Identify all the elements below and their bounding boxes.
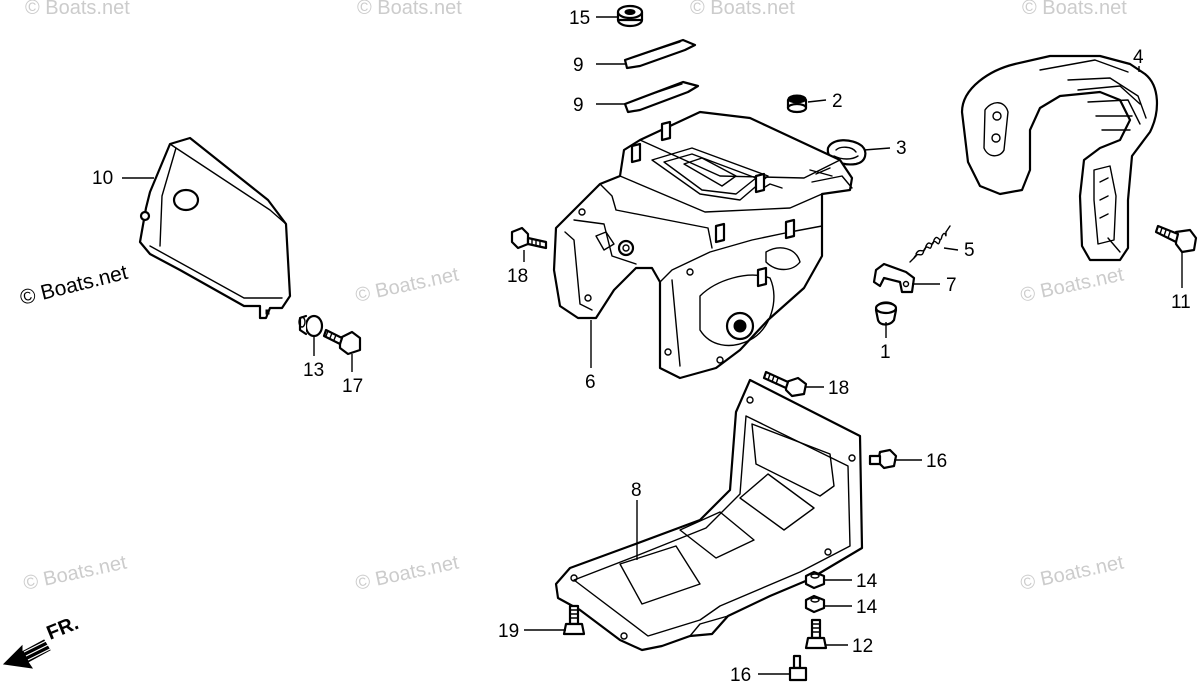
part-bolt-16-upper (868, 448, 898, 470)
callout-14-upper: 14 (856, 571, 878, 592)
callout-18-upper: 18 (507, 266, 528, 287)
callout-3: 3 (896, 138, 907, 159)
callout-11: 11 (1171, 292, 1191, 313)
watermark: © Boats.net (1018, 551, 1126, 594)
leader-lines (122, 16, 1183, 675)
callout-1: 1 (880, 342, 891, 363)
callout-12: 12 (852, 636, 873, 657)
callout-19: 19 (498, 621, 519, 642)
part-bolt-16-lower (788, 654, 808, 682)
part-collar-13 (298, 314, 324, 338)
part-undercover-8 (554, 378, 864, 652)
callout-18-lower: 18 (828, 378, 849, 399)
watermark: © Boats.net (353, 551, 461, 594)
watermark: © Boats.net (1018, 263, 1126, 306)
watermark: © Boats.net (353, 263, 461, 306)
callout-16-upper: 16 (926, 451, 947, 472)
callout-2: 2 (832, 91, 843, 112)
watermark: © Boats.net (18, 261, 130, 310)
part-bolt-12 (804, 618, 828, 650)
callout-7: 7 (946, 275, 957, 296)
front-arrow-icon (2, 639, 51, 669)
callout-15: 15 (569, 8, 590, 29)
watermark: © Boats.net (21, 551, 129, 594)
callout-9-upper: 9 (573, 55, 584, 76)
watermark: © Boats.net (1022, 0, 1127, 19)
part-bolt-18-lower (762, 370, 808, 398)
callout-numbers: 15 9 9 2 3 4 10 18 5 7 1 11 6 13 17 18 1… (92, 8, 1191, 686)
watermark: © Boats.net (357, 0, 462, 19)
callout-16-lower: 16 (730, 665, 751, 686)
part-nut-14-upper (804, 570, 826, 590)
callout-6: 6 (585, 372, 596, 393)
part-cap-1 (874, 301, 898, 326)
part-nut-14-lower (804, 594, 826, 614)
callout-4: 4 (1133, 47, 1144, 68)
callout-13: 13 (303, 360, 324, 381)
part-bolt-19 (562, 604, 586, 636)
callout-10: 10 (92, 168, 113, 189)
front-direction-indicator: FR. (2, 612, 82, 669)
front-label: FR. (44, 612, 82, 644)
callout-14-lower: 14 (856, 597, 878, 618)
part-plate-9-lower (623, 80, 700, 114)
watermark: © Boats.net (25, 0, 130, 19)
part-bracket-7 (872, 262, 916, 294)
callout-17: 17 (342, 376, 363, 397)
part-case-6 (552, 110, 854, 380)
callout-5: 5 (964, 240, 975, 261)
part-bolt-11 (1154, 224, 1198, 254)
part-cover-10 (138, 136, 292, 320)
callout-8: 8 (631, 480, 642, 501)
part-bolt-18-upper (510, 226, 548, 250)
part-cap-2 (786, 94, 808, 114)
callout-9-lower: 9 (573, 95, 584, 116)
watermark: © Boats.net (690, 0, 795, 19)
part-grommet-15 (616, 4, 644, 28)
part-plate-9-upper (623, 38, 697, 70)
part-spring-5 (909, 225, 951, 263)
part-bolt-17 (322, 328, 362, 356)
part-bracket-4 (960, 54, 1159, 262)
